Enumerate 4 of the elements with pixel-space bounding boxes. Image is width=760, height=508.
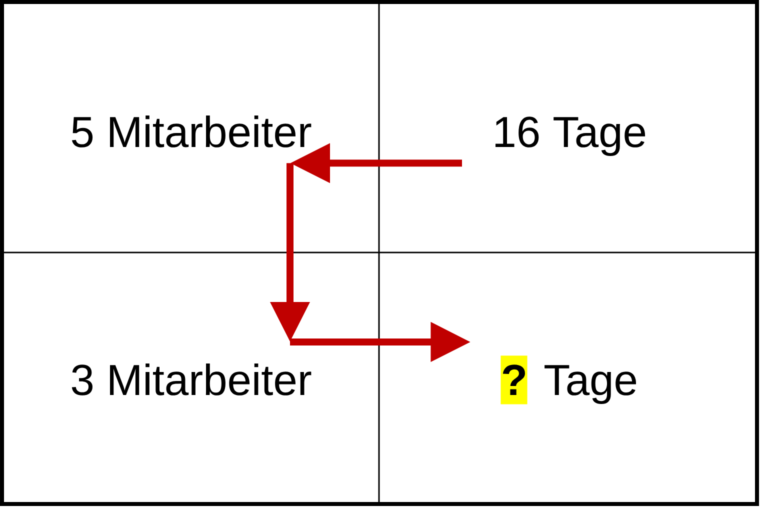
- quantity-label: 5 Mitarbeiter: [72, 115, 312, 148]
- quantity-label: 3 Mitarbeiter: [72, 363, 312, 396]
- quantity-label: 16 Tage: [496, 116, 646, 156]
- quantity-label: ? Tage: [502, 364, 636, 404]
